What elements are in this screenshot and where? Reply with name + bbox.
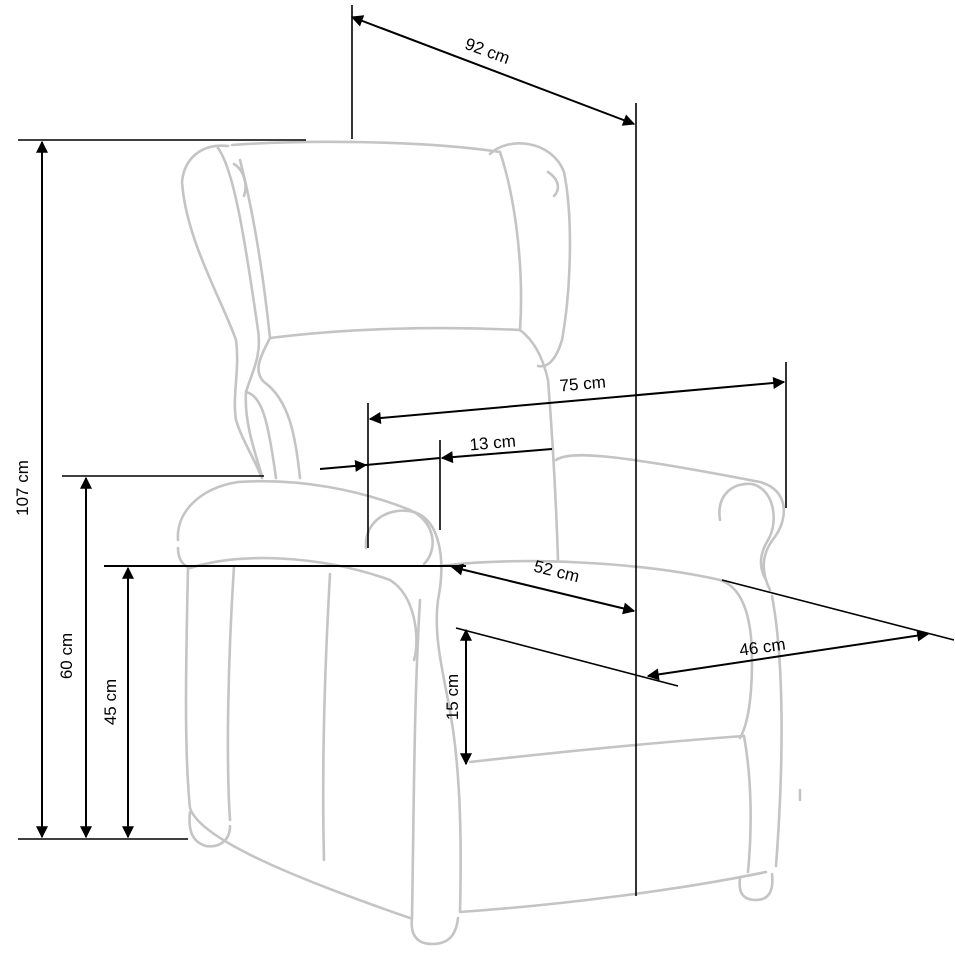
backrest-upper-cushion [238, 150, 523, 340]
dim-arrow-armrest-left [319, 459, 368, 472]
backrest-lower-cushion [257, 336, 302, 480]
front-panel-top [468, 734, 746, 764]
dim-arrow-seat-depth [450, 563, 636, 615]
backrest-lower-right [518, 328, 560, 562]
seat-cushion [438, 559, 754, 740]
backrest-top [230, 140, 502, 154]
left-wing [180, 144, 264, 480]
extension-line-seat-front [455, 627, 679, 687]
dim-arrow-seat-width [646, 629, 930, 681]
label-seat-to-arm: 15 cm [443, 674, 462, 720]
front-panel [446, 698, 768, 914]
right-side-lower [770, 594, 783, 868]
left-wing-roll [216, 146, 264, 478]
label-height-total: 107 cm [13, 460, 32, 516]
left-armrest-front [176, 546, 418, 662]
label-width-total: 75 cm [559, 372, 607, 395]
right-wing [488, 142, 572, 368]
dim-arrow-width-total [368, 376, 786, 425]
left-armrest [176, 479, 434, 566]
base-left-inner-2 [321, 572, 332, 862]
label-seat-height: 45 cm [101, 679, 120, 725]
dimension-lines [18, 5, 955, 896]
base-left-inner-1 [226, 564, 236, 822]
base-left-front-edge [410, 598, 422, 920]
label-armrest-width: 13 cm [469, 431, 517, 454]
right-armrest-roll [718, 482, 775, 582]
dim-arrow-depth-total [350, 15, 636, 126]
foot-front-left [410, 916, 460, 946]
left-armrest-roll [364, 509, 450, 702]
foot-left-back [188, 810, 232, 848]
dim-arrow-armrest-right [440, 448, 553, 464]
armchair-outline [176, 140, 802, 946]
base-left-side [184, 566, 412, 920]
foot-front-right [738, 872, 774, 902]
label-arm-height: 60 cm [57, 633, 76, 679]
dimension-labels: 92 cm 107 cm 60 cm 45 cm 75 cm 13 cm 52 … [13, 34, 787, 725]
extension-line-seat-right [721, 579, 955, 641]
front-panel-right [742, 734, 752, 874]
left-wing-inner-panel [244, 390, 278, 480]
label-depth-total: 92 cm [462, 34, 512, 68]
right-armrest [554, 453, 786, 592]
right-wing-seam [546, 170, 560, 198]
dim-arrow-armrest-mid [365, 457, 441, 466]
